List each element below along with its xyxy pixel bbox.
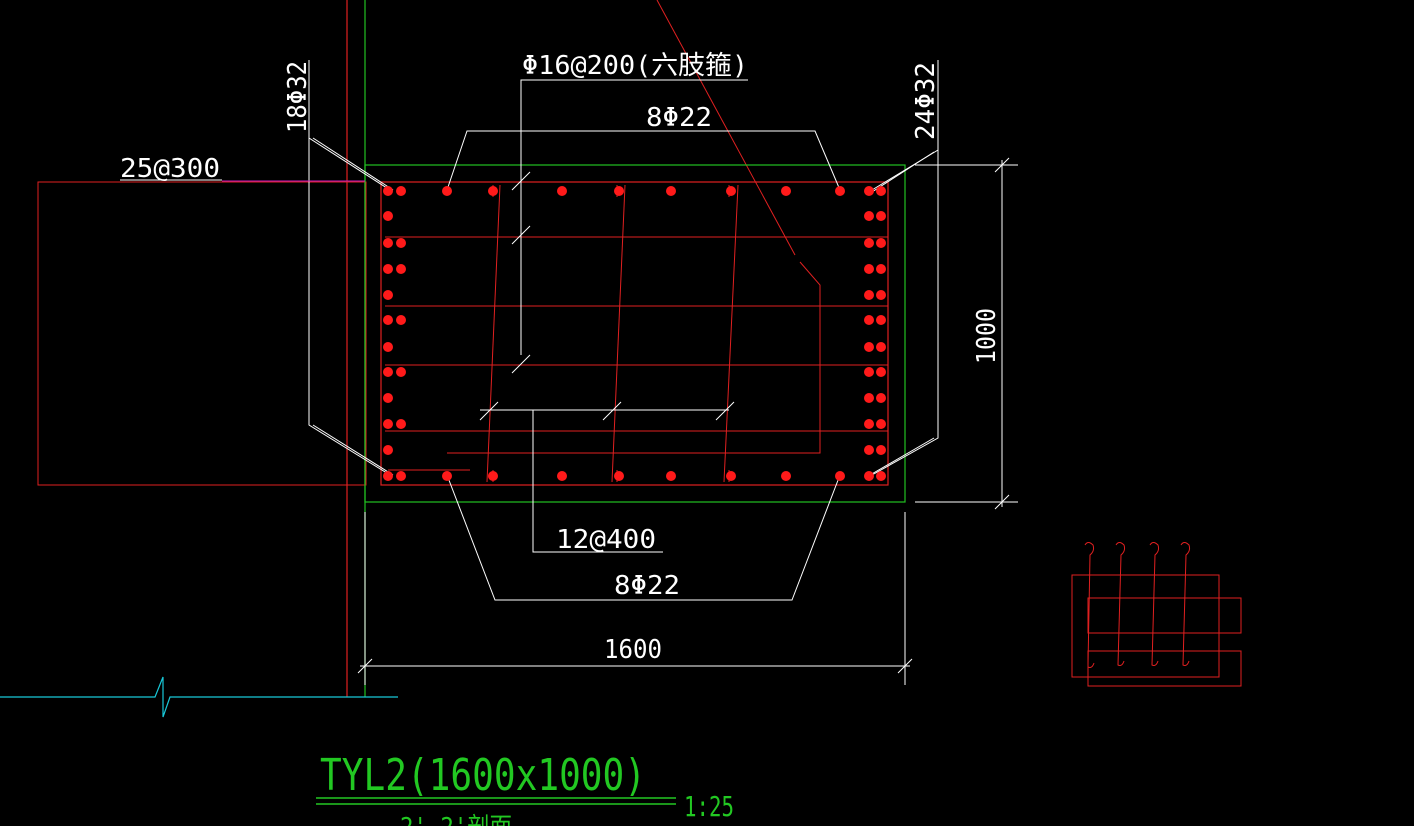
rebar-dot: [383, 264, 393, 274]
rebar-dot: [383, 367, 393, 377]
rebar-dot: [442, 471, 452, 481]
rebar-dot: [876, 315, 886, 325]
rebar-dot: [383, 290, 393, 300]
rebar-dot: [383, 238, 393, 248]
beam-outer-boundary: [364, 164, 906, 503]
dimension-lines: [357, 157, 1018, 685]
rebar-dot: [396, 186, 406, 196]
rebar-dot: [383, 419, 393, 429]
left-side-rebar-label: 18Φ32: [283, 61, 313, 133]
stirrup-spec-label: Φ16@200(六肢箍): [522, 51, 748, 81]
rebar-dot: [488, 186, 498, 196]
rebar-dot: [396, 367, 406, 377]
rebar-dot: [488, 471, 498, 481]
rebar-dot: [614, 186, 624, 196]
rebar-dot: [876, 393, 886, 403]
top-rebar-label: 8Φ22: [646, 103, 712, 133]
rebar-dot: [614, 471, 624, 481]
rebar-dot: [383, 186, 393, 196]
rebar-dot: [864, 264, 874, 274]
rebar-dot: [383, 342, 393, 352]
rebar-dots: [383, 186, 886, 481]
rebar-dot: [876, 264, 886, 274]
rebar-dot: [396, 238, 406, 248]
rebar-dot: [864, 342, 874, 352]
stirrup-detail-icon: [1071, 542, 1242, 687]
rebar-dot: [876, 367, 886, 377]
section-diagonal-line: [656, 0, 796, 256]
tie-spacing-label: 12@400: [556, 525, 656, 555]
height-dimension-label: 1000: [972, 308, 1002, 364]
rebar-dot: [396, 419, 406, 429]
bottom-rebar-label: 8Φ22: [614, 571, 680, 601]
rebar-dot: [876, 445, 886, 455]
rebar-dot: [726, 186, 736, 196]
rebar-dot: [383, 471, 393, 481]
rebar-dot: [781, 186, 791, 196]
vertical-stirrup-legs: [486, 184, 739, 483]
rebar-dot: [864, 290, 874, 300]
rebar-dot: [876, 211, 886, 221]
horizontal-ties: [385, 236, 888, 471]
scale-label: 1:25: [684, 790, 734, 823]
rebar-dot: [864, 471, 874, 481]
rebar-dot: [396, 471, 406, 481]
inner-stirrup: [447, 261, 821, 454]
section-subtitle: 2'-2'剖面: [400, 813, 512, 826]
rebar-dot: [864, 186, 874, 196]
rebar-dot: [396, 264, 406, 274]
rebar-dot: [396, 315, 406, 325]
left-spacing-label: 25@300: [120, 154, 220, 184]
rebar-dot: [864, 211, 874, 221]
width-dimension-label: 1600: [604, 635, 662, 665]
rebar-dot: [876, 186, 886, 196]
rebar-dot: [864, 238, 874, 248]
rebar-dot: [666, 471, 676, 481]
rebar-dot: [557, 186, 567, 196]
rebar-dot: [876, 238, 886, 248]
rebar-dot: [442, 186, 452, 196]
rebar-dot: [383, 393, 393, 403]
rebar-dot: [876, 342, 886, 352]
section-title: TYL2(1600x1000): [320, 750, 646, 801]
beam-section-outline: [380, 181, 889, 486]
rebar-dot: [876, 471, 886, 481]
rebar-dot: [876, 290, 886, 300]
rebar-dot: [864, 445, 874, 455]
rebar-dot: [864, 315, 874, 325]
leader-lines: [120, 60, 939, 601]
rebar-dot: [666, 186, 676, 196]
rebar-dot: [864, 367, 874, 377]
break-line-icon: [0, 676, 398, 718]
rebar-dot: [781, 471, 791, 481]
rebar-dot: [383, 445, 393, 455]
rebar-dot: [835, 186, 845, 196]
adjacent-slab-outline: [37, 181, 367, 486]
rebar-dot: [876, 419, 886, 429]
rebar-dot: [835, 471, 845, 481]
rebar-dot: [864, 419, 874, 429]
rebar-dot: [726, 471, 736, 481]
rebar-dot: [557, 471, 567, 481]
right-side-rebar-label: 24Φ32: [911, 62, 941, 140]
rebar-dot: [383, 211, 393, 221]
rebar-dot: [864, 393, 874, 403]
rebar-dot: [383, 315, 393, 325]
